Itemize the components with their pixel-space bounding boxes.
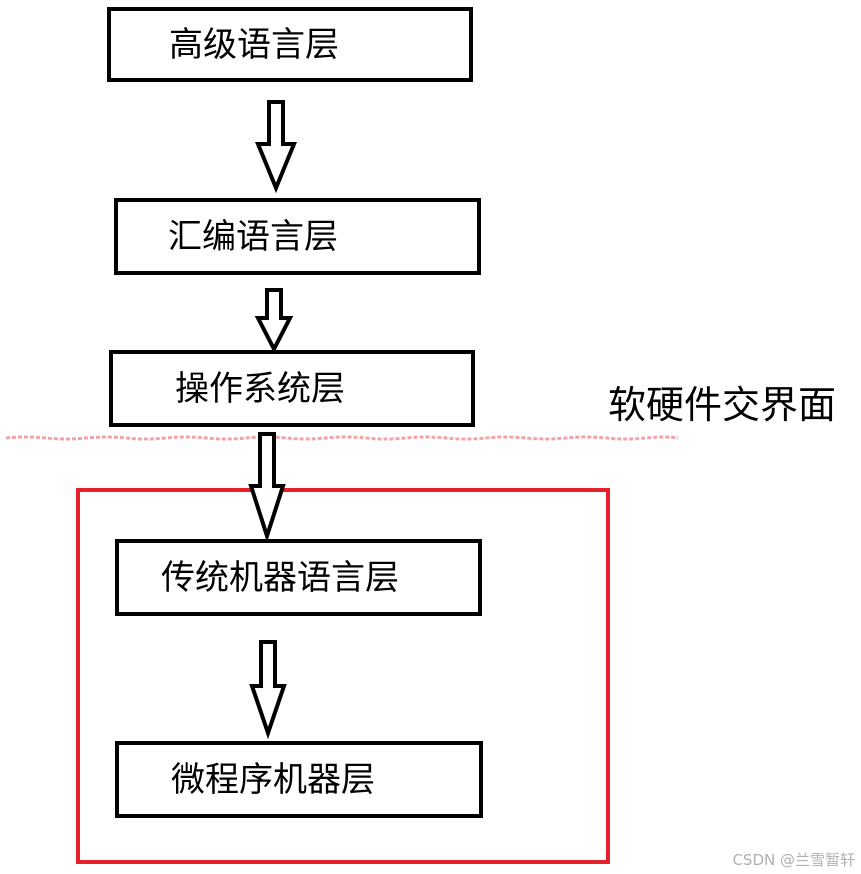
layer-label-high-level: 高级语言层	[169, 24, 339, 65]
layer-high-level-language: 高级语言层	[107, 7, 473, 82]
layer-label-assembly: 汇编语言层	[168, 216, 338, 257]
boundary-label: 软硬件交界面	[608, 383, 837, 427]
layer-operating-system: 操作系统层	[109, 350, 475, 427]
layer-assembly-language: 汇编语言层	[114, 198, 481, 275]
hardware-frame	[76, 488, 610, 864]
layer-label-microprogram: 微程序机器层	[171, 759, 375, 800]
down-arrow-4-icon	[249, 640, 287, 740]
software-hardware-boundary-line	[5, 435, 679, 441]
down-arrow-1-icon	[255, 100, 297, 194]
layer-label-traditional-machine: 传统机器语言层	[161, 557, 399, 598]
down-arrow-2-icon	[254, 288, 294, 354]
down-arrow-3-icon	[248, 432, 286, 543]
layer-microprogram-machine: 微程序机器层	[115, 741, 483, 818]
layer-traditional-machine-language: 传统机器语言层	[115, 539, 482, 616]
watermark: CSDN @兰雪暂轩	[732, 851, 855, 869]
layer-label-os: 操作系统层	[175, 368, 345, 409]
